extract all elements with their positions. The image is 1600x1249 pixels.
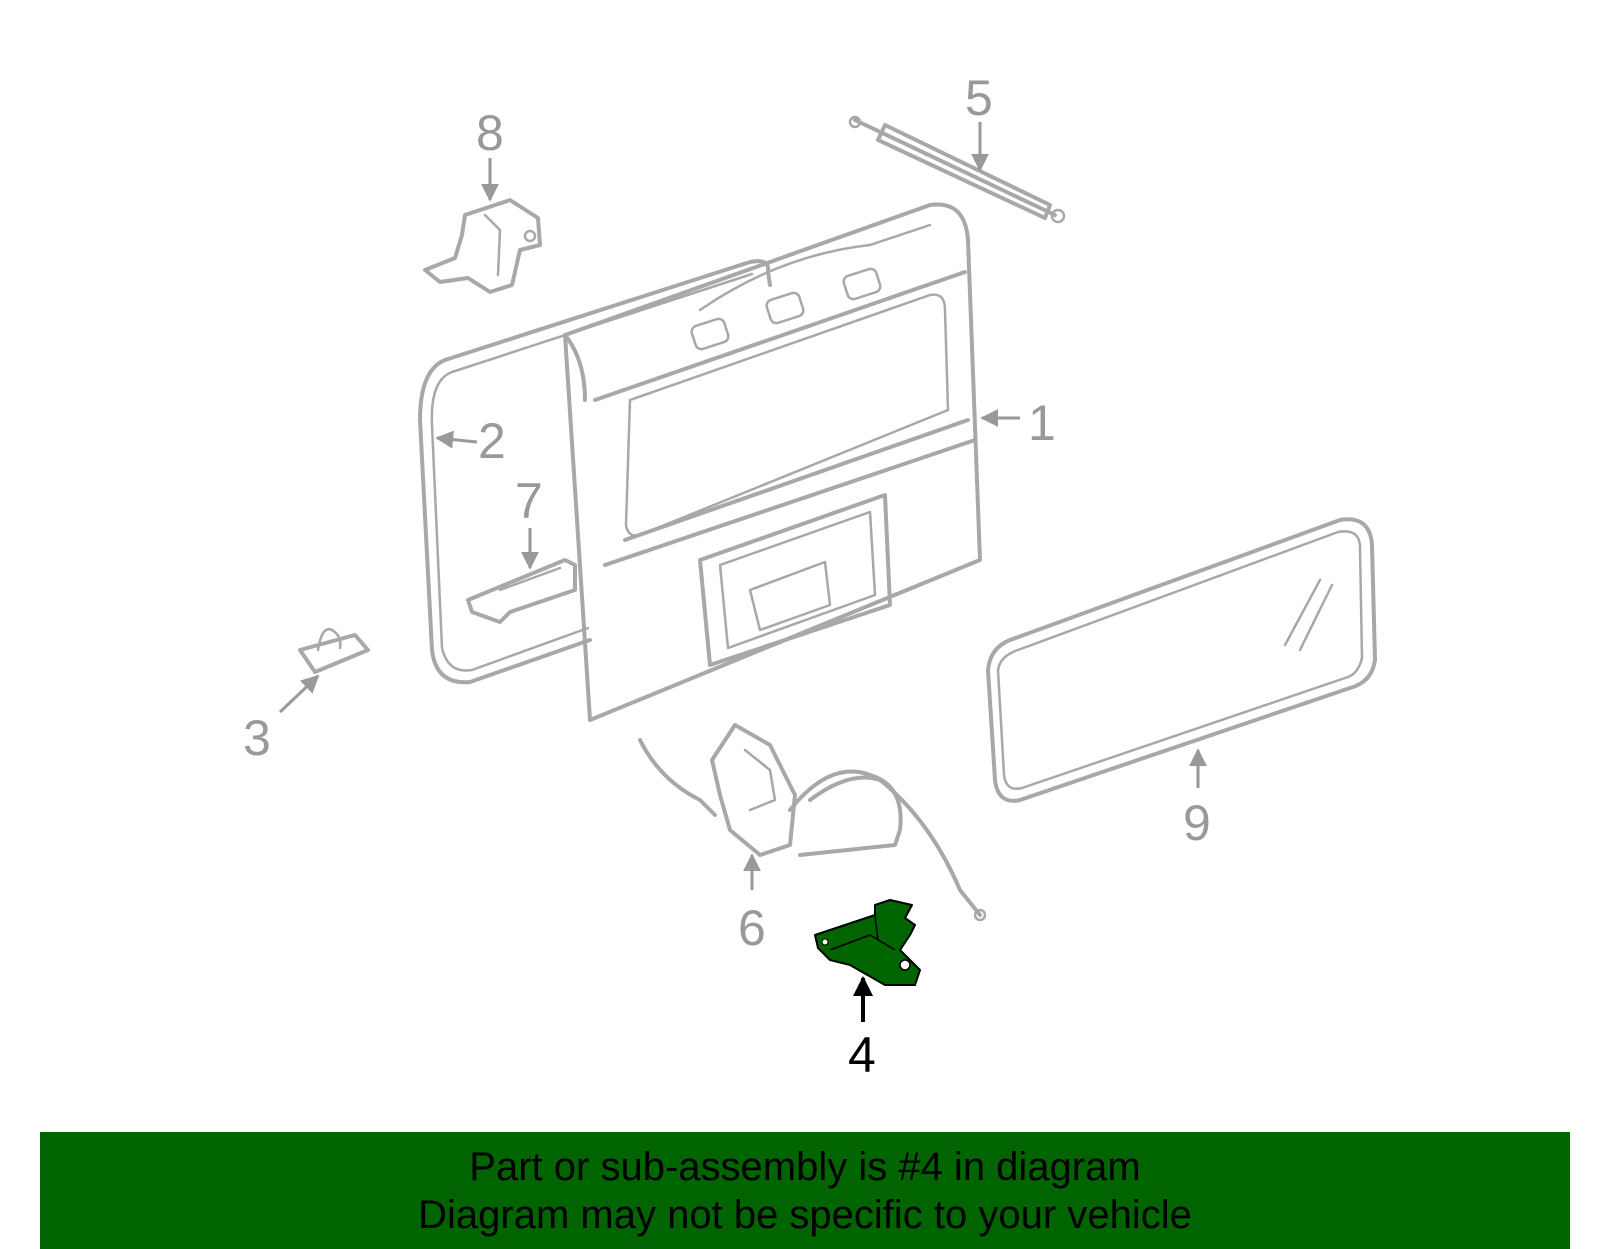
callout-labels: 1 2 3 4 5 6 7 8 9 xyxy=(243,70,1211,1083)
callout-9: 9 xyxy=(1183,795,1211,851)
callout-3: 3 xyxy=(243,710,271,766)
part-handle xyxy=(466,558,577,624)
banner-line-part: Part or sub-assembly is #4 in diagram xyxy=(469,1144,1141,1189)
part-hinge xyxy=(423,198,542,294)
parts-diagram: 1 2 3 4 5 6 7 8 9 xyxy=(243,70,1377,1083)
callout-6: 6 xyxy=(738,900,766,956)
liftgate-hinge-mounts xyxy=(690,267,882,351)
part-lock-actuator-highlighted xyxy=(814,899,921,986)
banner-line-disclaimer: Diagram may not be specific to your vehi… xyxy=(418,1192,1192,1237)
callout-arrows xyxy=(278,122,1207,1022)
part-latch-cable xyxy=(638,723,987,922)
callout-8: 8 xyxy=(476,105,504,161)
callout-2: 2 xyxy=(478,413,506,469)
part-liftgate xyxy=(563,202,982,722)
callout-7: 7 xyxy=(515,473,543,529)
info-banner: Part or sub-assembly is #4 in diagram Di… xyxy=(40,1132,1570,1249)
part-striker xyxy=(298,627,370,674)
callout-1: 1 xyxy=(1028,395,1056,451)
callout-5: 5 xyxy=(965,70,993,126)
callout-4: 4 xyxy=(848,1027,876,1083)
part-support-strut xyxy=(848,115,1066,224)
part-glass xyxy=(986,517,1377,803)
